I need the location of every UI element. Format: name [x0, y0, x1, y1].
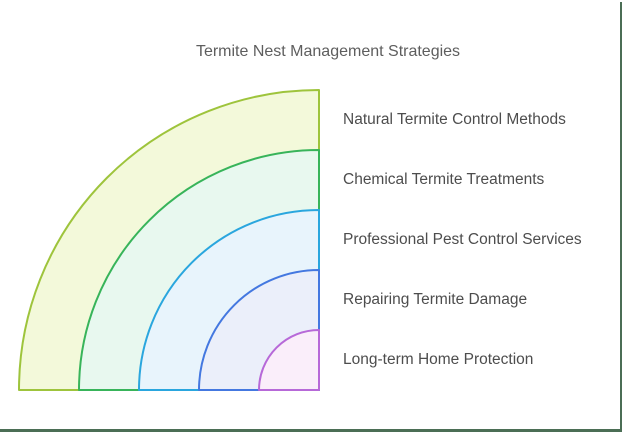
level-label-long-term-home-protection: Long-term Home Protection	[343, 351, 534, 368]
sector-long-term-home-protection	[258, 329, 320, 391]
level-label-natural-termite-control: Natural Termite Control Methods	[343, 111, 566, 128]
level-label-chemical-termite-treatments: Chemical Termite Treatments	[343, 171, 545, 188]
diagram-title: Termite Nest Management Strategies	[195, 43, 461, 60]
window-edge-bottom	[0, 429, 622, 432]
level-label-repairing-termite-damage: Repairing Termite Damage	[343, 291, 528, 308]
window-edge-right	[620, 2, 622, 432]
level-label-professional-pest-control: Professional Pest Control Services	[343, 231, 582, 248]
